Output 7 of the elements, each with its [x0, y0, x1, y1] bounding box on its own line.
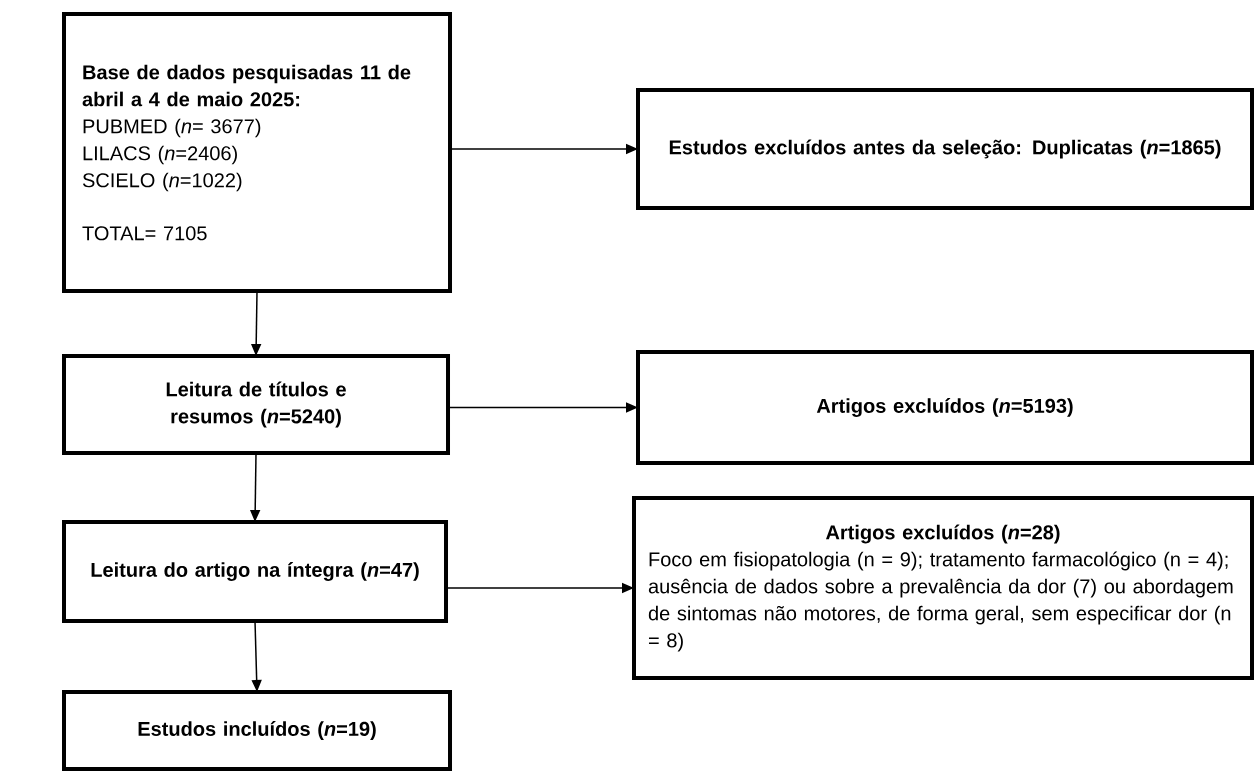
process-box: Estudos excluídos antes da seleção: Duplicatas (n=1865): [636, 88, 1254, 210]
exclusion-box: Artigos excluídos (n=28) Foco em fisiopatologia (n = 9); tratamento farmacológico (n = 4); ausência de dados sobre a prevalência da dor (7) ou abordagem de sintomas não motores, de forma geral, sem especificar dor (n = 8): [632, 496, 1254, 680]
process-box: Leitura de títulos e resumos (n=5240): [62, 354, 450, 455]
process-box: Artigos excluídos (n=5193): [636, 350, 1254, 465]
source-box: Base de dados pesquisadas 11 de abril a 4 de maio 2025: PUBMED (n= 3677) LILACS (n=2406) SCIELO (n=1022) TOTAL= 7105: [62, 12, 452, 293]
process-box: Estudos incluídos (n=19): [62, 690, 452, 771]
process-box: Leitura do artigo na íntegra (n=47): [62, 520, 448, 623]
